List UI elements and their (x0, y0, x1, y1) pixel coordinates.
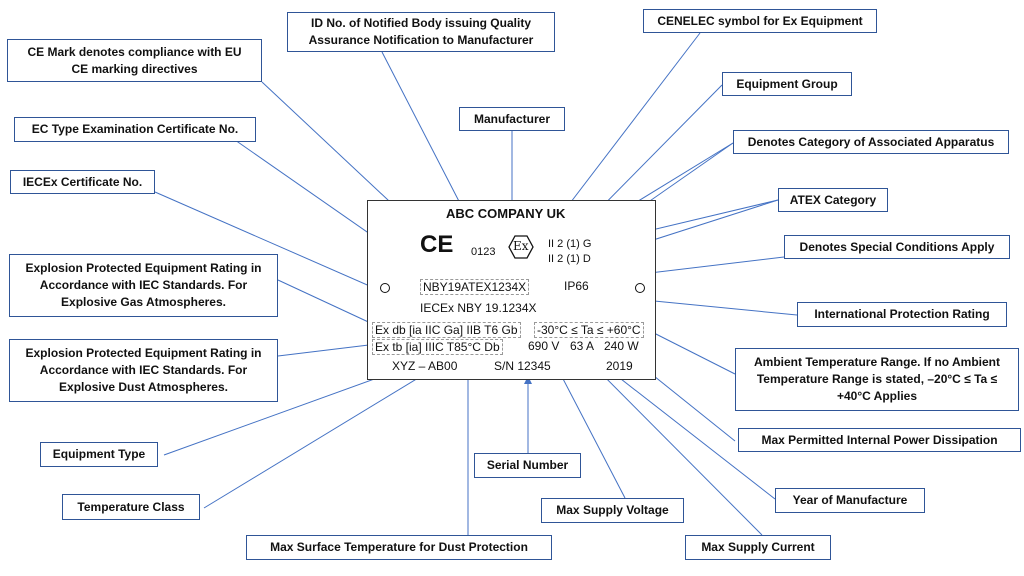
nameplate: ABC COMPANY UK CE 0123 Ex II 2 (1) G II … (367, 200, 656, 380)
company-name: ABC COMPANY UK (446, 206, 566, 221)
iecex-certificate: IECEx NBY 19.1234X (420, 301, 537, 315)
ip-rating: IP66 (564, 279, 589, 293)
group-gas: II 2 (1) G (548, 238, 592, 250)
callout-iecex-cert: IECEx Certificate No. (10, 170, 155, 194)
callout-year: Year of Manufacture (775, 488, 925, 513)
leader-equipment-type (163, 367, 403, 456)
group-dust: II 2 (1) D (548, 253, 591, 265)
supply-current: 63 A (570, 339, 595, 353)
serial-number: S/N 12345 (494, 359, 551, 373)
leader-ambient (647, 329, 736, 375)
callout-ec-type-cert: EC Type Examination Certificate No. (14, 117, 256, 142)
notified-body-number: 0123 (471, 246, 496, 258)
callout-dust-rating: Explosion Protected Equipment Rating in … (9, 339, 278, 402)
callout-temp-class: Temperature Class (62, 494, 200, 520)
callout-assoc-apparatus: Denotes Category of Associated Apparatus (733, 130, 1009, 154)
mounting-hole-right (635, 283, 645, 293)
leader-gas-rating (277, 279, 378, 327)
supply-voltage: 690 V (528, 339, 560, 353)
callout-gas-rating: Explosion Protected Equipment Rating in … (9, 254, 278, 317)
callout-ip-rating: International Protection Rating (797, 302, 1007, 327)
year-of-manufacture: 2019 (606, 359, 633, 373)
callout-notified-body: ID No. of Notified Body issuing Quality … (287, 12, 555, 52)
leader-supply-current (577, 349, 763, 536)
callout-cenelec: CENELEC symbol for Ex Equipment (643, 9, 877, 33)
callout-serial-number: Serial Number (474, 453, 581, 478)
equipment-type: XYZ – AB00 (392, 359, 458, 373)
callout-surface-temp: Max Surface Temperature for Dust Protect… (246, 535, 552, 560)
leader-cenelec (547, 32, 701, 233)
callout-power-dissipation: Max Permitted Internal Power Dissipation (738, 428, 1021, 452)
callout-manufacturer: Manufacturer (459, 107, 565, 131)
callout-supply-current: Max Supply Current (685, 535, 831, 560)
callout-ambient-range: Ambient Temperature Range. If no Ambient… (735, 348, 1019, 411)
mounting-hole-left (380, 283, 390, 293)
ambient-range: -30°C ≤ Ta ≤ +60°C (534, 322, 644, 338)
dust-rating: Ex tb [ia] IIIC T85°C Db (372, 339, 503, 355)
callout-supply-voltage: Max Supply Voltage (541, 498, 684, 523)
leader-year (611, 371, 776, 500)
callout-atex-category: ATEX Category (778, 188, 888, 212)
power-dissipation: 240 W (604, 339, 639, 353)
callout-ce-mark: CE Mark denotes compliance with EU CE ma… (7, 39, 262, 82)
atex-certificate: NBY19ATEX1234X (420, 279, 530, 295)
callout-equipment-group: Equipment Group (722, 72, 852, 96)
gas-rating: Ex db [ia IIC Ga] IIB T6 Gb (372, 322, 521, 338)
callout-special-conditions: Denotes Special Conditions Apply (784, 235, 1010, 259)
ce-mark: CE (420, 231, 454, 258)
callout-equipment-type: Equipment Type (40, 442, 158, 467)
ex-symbol-label: Ex (513, 239, 529, 253)
ex-symbol-icon: Ex (508, 235, 534, 259)
leader-dust-rating (277, 340, 378, 357)
